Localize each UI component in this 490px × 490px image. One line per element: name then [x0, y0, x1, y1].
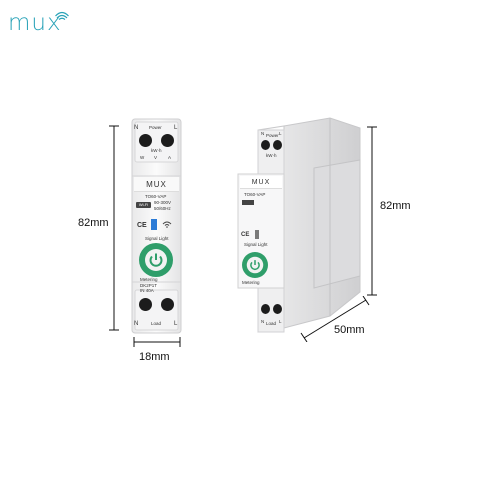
angled-power-icon	[246, 256, 264, 274]
status-led	[151, 219, 157, 230]
top-screw-left	[139, 134, 152, 147]
brand-plate: MUX	[134, 177, 179, 192]
metering-label: Metering	[140, 277, 158, 282]
wifi-icon	[55, 11, 69, 20]
bottom-screw-right	[161, 298, 174, 311]
signal-wifi-icon	[162, 221, 172, 228]
angled-load-label: Load	[266, 321, 277, 326]
spec-line-2: 50/60Hz	[154, 206, 171, 211]
brand-logo: mux	[8, 10, 62, 36]
wifi-badge: Wi-Fi	[136, 202, 151, 208]
angled-top-screw-left	[261, 140, 270, 150]
angled-power-button[interactable]	[242, 252, 268, 278]
bottom-terminal-n: N	[134, 321, 139, 327]
angled-bottom-l: L	[279, 319, 282, 324]
angled-device: N Power L kW·h MUX TO60-VAP CE Signal Li…	[228, 116, 368, 336]
rating-line-2: IN 40A	[140, 288, 154, 293]
front-height-line	[109, 125, 119, 331]
angled-signal-label: Signal Light	[244, 242, 268, 247]
angled-wifi-badge	[242, 200, 254, 205]
model-label: TO60-VAP	[145, 194, 167, 199]
top-terminal-l: L	[174, 125, 178, 131]
front-device: N Power L kW·h W V A MUX TO60-VAP Wi-Fi …	[131, 118, 182, 334]
angled-metering-label: Metering	[242, 280, 260, 285]
angled-top-l: L	[279, 131, 282, 136]
front-width-label: 18mm	[139, 351, 170, 363]
angled-bottom-screw-right	[273, 304, 282, 314]
signal-label: Signal Light	[145, 236, 169, 241]
rating-line-1: DK2P1T	[140, 283, 158, 288]
angled-model: TO60-VAP	[244, 192, 266, 197]
front-width-line	[133, 337, 181, 347]
angled-ce-mark: CE	[241, 232, 250, 238]
top-terminal-n: N	[134, 125, 139, 131]
angled-bottom-n: N	[261, 319, 265, 324]
top-screw-right	[161, 134, 174, 147]
angled-bottom-screw-left	[261, 304, 270, 314]
power-button[interactable]	[139, 243, 173, 277]
bottom-terminal-l: L	[174, 321, 178, 327]
angled-depth-line	[300, 296, 370, 342]
angled-depth-label: 50mm	[334, 324, 365, 336]
angled-height-line	[367, 126, 377, 296]
power-label: Power	[149, 125, 162, 130]
angled-height-label: 82mm	[380, 200, 411, 212]
angled-brand-plate: MUX	[240, 176, 282, 189]
bottom-screw-left	[139, 298, 152, 311]
load-label: Load	[151, 321, 162, 326]
power-icon	[145, 249, 167, 271]
front-height-label: 82mm	[78, 217, 109, 229]
angled-power-label: Power	[266, 133, 279, 138]
angled-top-n: N	[261, 131, 265, 136]
unit-w: W	[140, 155, 145, 160]
meter-label: kW·h	[151, 148, 162, 153]
angled-meter-label: kW·h	[266, 153, 277, 158]
angled-top-screw-right	[273, 140, 282, 150]
spec-line-1: 90-300V	[154, 200, 172, 205]
ce-mark: CE	[137, 222, 147, 229]
unit-a: A	[168, 155, 172, 160]
unit-v: V	[154, 155, 158, 160]
angled-status-led	[255, 230, 259, 239]
